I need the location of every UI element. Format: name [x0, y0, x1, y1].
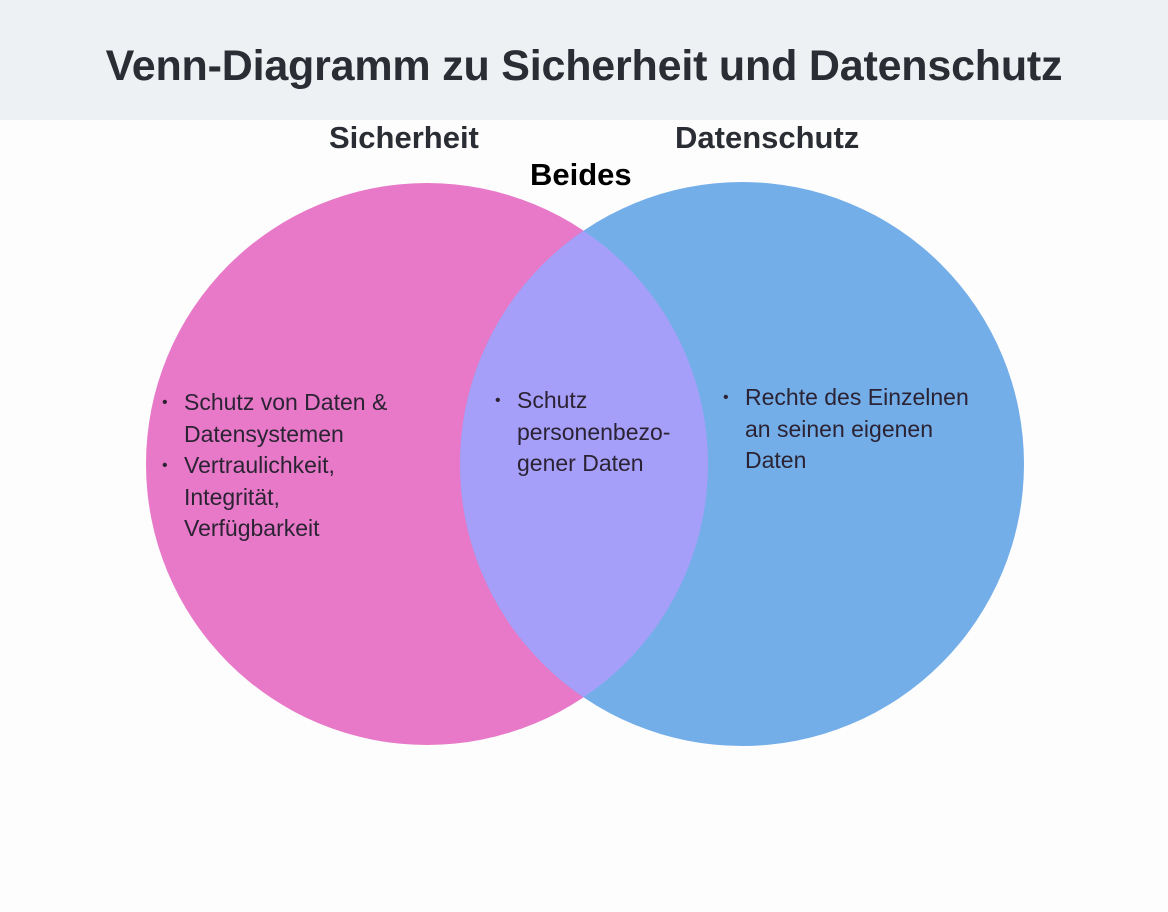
label-beides: Beides: [530, 157, 632, 192]
list-beides: • Schutz personenbezo- gener Daten: [495, 385, 707, 480]
page-title: Venn-Diagramm zu Sicherheit und Datensch…: [105, 42, 1063, 90]
intersection-region: [460, 183, 708, 745]
list-sicherheit: • Schutz von Daten & Datensystemen • Ver…: [162, 387, 444, 545]
label-datenschutz: Datenschutz: [675, 120, 860, 155]
title-banner: Venn-Diagramm zu Sicherheit und Datensch…: [0, 0, 1168, 120]
list-item: • Schutz personenbezo- gener Daten: [495, 387, 671, 476]
bullet-icon: •: [495, 392, 501, 409]
label-sicherheit: Sicherheit: [329, 120, 479, 155]
bullet-icon: •: [162, 394, 168, 411]
bullet-icon: •: [162, 457, 168, 474]
list-item: • Schutz von Daten & Datensystemen: [162, 389, 388, 447]
list-item: • Vertraulichkeit, Integrität, Verfügbar…: [162, 452, 335, 541]
list-datenschutz: • Rechte des Einzelnen an seinen eigenen…: [723, 382, 1015, 477]
bullet-icon: •: [723, 389, 729, 406]
list-item: • Rechte des Einzelnen an seinen eigenen…: [723, 384, 969, 473]
